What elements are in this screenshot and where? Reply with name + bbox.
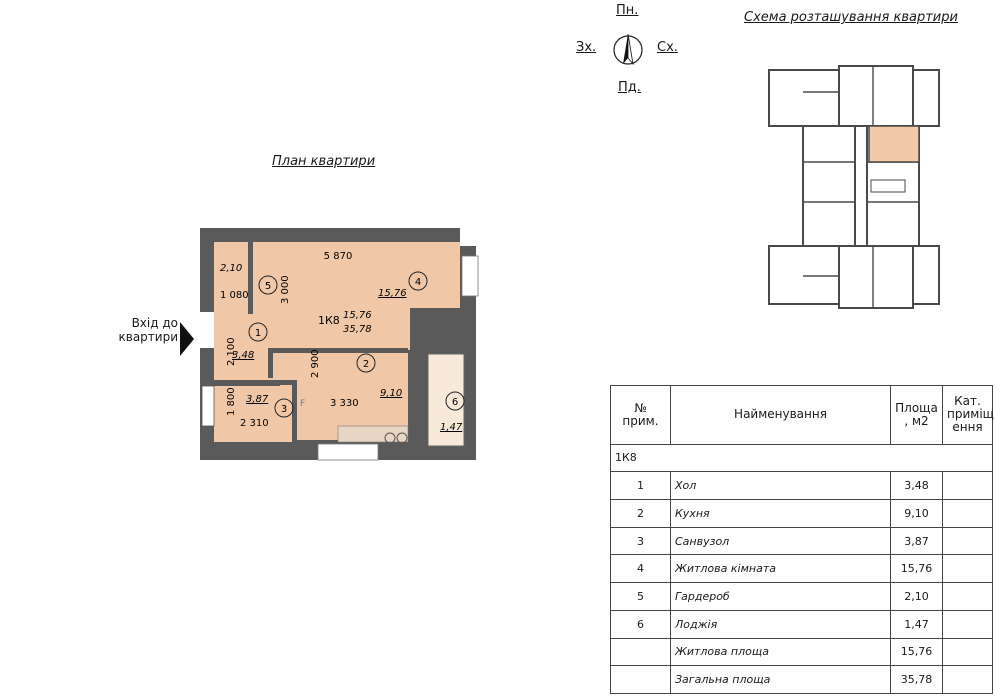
- compass-north: Пн.: [616, 3, 639, 18]
- table-total-row: Загальна площа 35,78: [610, 665, 993, 694]
- room-marker-1: 1 3,48: [232, 322, 268, 361]
- row-name: Санвузол: [670, 526, 891, 556]
- room-marker-6: 6 1,47: [440, 391, 465, 433]
- row-name: Гардероб: [670, 582, 891, 611]
- svg-text:1: 1: [255, 328, 261, 339]
- scheme-title: Схема розташування квартири: [744, 10, 958, 25]
- total-area: 15,76: [890, 637, 943, 667]
- highlighted-apartment: [868, 125, 920, 163]
- svg-text:6: 6: [452, 397, 458, 408]
- dim-room-h: 3 000: [280, 275, 291, 304]
- table-row: 4 Житлова кімната 15,76: [610, 554, 993, 584]
- row-area: 9,10: [890, 498, 943, 528]
- svg-text:1,47: 1,47: [440, 422, 463, 433]
- dim-bath-h: 1 800: [226, 387, 237, 416]
- dim-bath-w: 2 310: [240, 418, 269, 429]
- row-cat: [942, 471, 993, 500]
- header-cat: Кат. приміщ ення: [942, 385, 994, 445]
- apartment-plan: 5 870 2,10 1 080 3 000 2 100 2 900 1 800…: [198, 228, 479, 461]
- kitchen-floor: [280, 350, 408, 440]
- row-num: 5: [610, 582, 671, 611]
- room-marker-2: 2 9,10: [356, 353, 402, 399]
- group-label: 1К8: [610, 443, 993, 473]
- svg-text:15,76: 15,76: [378, 288, 407, 299]
- table-row: 6 Лоджія 1,47: [610, 609, 993, 639]
- dim-wardrobe-w: 1 080: [220, 290, 249, 301]
- row-num: 3: [610, 526, 671, 556]
- plan-title: План квартири: [272, 154, 376, 169]
- row-area: 3,87: [890, 526, 943, 556]
- rooms-table: № прим. Найменування Площа , м2 Кат. при…: [610, 385, 994, 694]
- row-name: Житлова кімната: [670, 554, 891, 584]
- compass-east: Сх.: [657, 40, 678, 55]
- row-name: Кухня: [670, 498, 891, 528]
- row-area: 2,10: [890, 582, 943, 611]
- entrance-label: Вхід до квартири: [110, 316, 179, 344]
- compass-west: Зх.: [576, 40, 597, 55]
- table-header-row: № прим. Найменування Площа , м2 Кат. при…: [610, 385, 994, 445]
- entrance-line1: Вхід до: [131, 316, 178, 330]
- row-cat: [942, 498, 993, 528]
- svg-text:9,10: 9,10: [380, 388, 402, 399]
- main-floor: [214, 242, 460, 350]
- table-total-row: Житлова площа 15,76: [610, 637, 993, 667]
- svg-text:3: 3: [281, 404, 287, 415]
- floor-scheme: [768, 65, 940, 309]
- row-area: 15,76: [890, 554, 943, 584]
- svg-text:5: 5: [265, 281, 271, 292]
- table-row: 5 Гардероб 2,10: [610, 582, 993, 611]
- row-cat: [942, 554, 993, 584]
- dim-kitchen-h: 2 900: [310, 349, 321, 378]
- room-marker-3: 3 3,87: [246, 394, 294, 418]
- total-area: 35,78: [890, 665, 943, 694]
- dim-kitchen-w: 3 330: [330, 398, 359, 409]
- entrance-arrow-icon: [180, 322, 194, 356]
- dim-hall-h: 2 100: [226, 337, 237, 366]
- row-name: Лоджія: [670, 609, 891, 639]
- plan-living-area: 15,76: [343, 310, 372, 321]
- apartment-code: 1К8: [318, 314, 340, 327]
- row-name: Хол: [670, 471, 891, 500]
- svg-text:4: 4: [415, 277, 421, 288]
- dim-top-width: 5 870: [324, 251, 353, 262]
- row-num: 6: [610, 609, 671, 639]
- row-cat: [942, 526, 993, 556]
- row-cat: [942, 609, 993, 639]
- header-num: № прим.: [610, 385, 671, 445]
- table-row: 1 Хол 3,48: [610, 471, 993, 500]
- room-marker-5: 5: [258, 275, 278, 295]
- compass-south: Пд.: [618, 80, 641, 95]
- row-num: 4: [610, 554, 671, 584]
- room-marker-4: 4 15,76: [378, 271, 428, 299]
- dim-left-top: 2,10: [220, 263, 242, 274]
- table-group-row: 1К8: [610, 443, 993, 473]
- dim-bath-f: F: [300, 399, 305, 409]
- row-num: 2: [610, 498, 671, 528]
- row-area: 1,47: [890, 609, 943, 639]
- table-row: 3 Санвузол 3,87: [610, 526, 993, 556]
- header-area: Площа , м2: [890, 385, 943, 445]
- plan-total-area: 35,78: [343, 324, 372, 335]
- row-cat: [942, 582, 993, 611]
- total-name: Загальна площа: [670, 665, 891, 694]
- total-name: Житлова площа: [670, 637, 891, 667]
- table-row: 2 Кухня 9,10: [610, 498, 993, 528]
- svg-text:3,48: 3,48: [232, 350, 254, 361]
- row-num: 1: [610, 471, 671, 500]
- row-area: 3,48: [890, 471, 943, 500]
- entrance-line2: квартири: [118, 330, 179, 344]
- header-name: Найменування: [670, 385, 891, 445]
- svg-text:3,87: 3,87: [246, 394, 269, 405]
- bath-floor: [214, 386, 294, 442]
- compass-arrow-icon: [613, 33, 643, 66]
- svg-text:2: 2: [363, 359, 369, 370]
